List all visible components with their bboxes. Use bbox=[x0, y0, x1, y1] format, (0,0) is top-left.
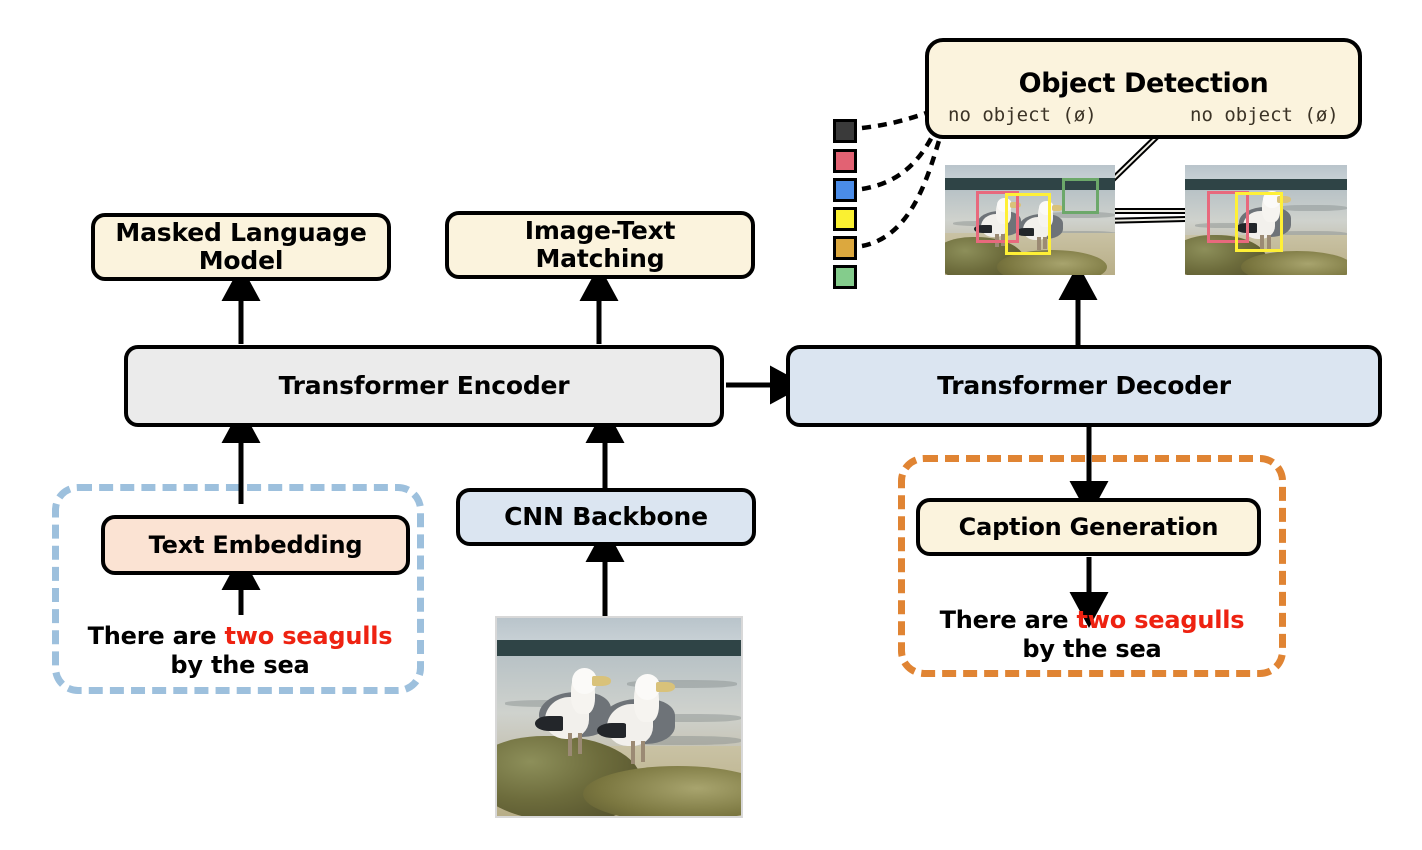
bbox-right-pink bbox=[1207, 191, 1249, 243]
image-text-matching-box[interactable]: Image-Text Matching bbox=[445, 211, 755, 279]
bbox-right-yellow bbox=[1235, 192, 1283, 252]
query-swatch-orange[interactable] bbox=[833, 236, 857, 260]
caption-generation-box[interactable]: Caption Generation bbox=[916, 498, 1261, 556]
output-caption-highlight: two seagulls bbox=[1076, 606, 1245, 634]
bbox-left-pink bbox=[976, 191, 1019, 243]
object-detection-panel[interactable] bbox=[925, 38, 1362, 139]
query-swatch-yellow[interactable] bbox=[833, 207, 857, 231]
output-caption-prefix: There are bbox=[939, 606, 1077, 634]
query-swatch-black[interactable] bbox=[833, 119, 857, 143]
text-embedding-box[interactable]: Text Embedding bbox=[101, 515, 410, 575]
transformer-encoder-box[interactable]: Transformer Encoder bbox=[124, 345, 724, 427]
input-photo bbox=[495, 616, 743, 818]
detection-photo-left bbox=[945, 165, 1115, 275]
input-caption-prefix: There are bbox=[87, 622, 225, 650]
query-swatch-blue[interactable] bbox=[833, 178, 857, 202]
detection-slot-left-label: no object (ø) bbox=[948, 104, 1097, 126]
bbox-left-yellow bbox=[1005, 193, 1051, 255]
input-caption-text: There are two seagulls by the sea bbox=[60, 622, 420, 680]
cnn-backbone-box[interactable]: CNN Backbone bbox=[456, 488, 756, 546]
masked-language-model-box[interactable]: Masked Language Model bbox=[91, 213, 391, 281]
transformer-decoder-box[interactable]: Transformer Decoder bbox=[786, 345, 1382, 427]
dashed-link-query-orange bbox=[861, 130, 945, 249]
input-caption-highlight: two seagulls bbox=[224, 622, 393, 650]
caption-output-group-frame bbox=[898, 455, 1286, 677]
text-input-group-frame bbox=[52, 484, 424, 694]
output-caption-text: There are two seagulls by the sea bbox=[910, 606, 1274, 664]
query-swatch-green[interactable] bbox=[833, 265, 857, 289]
bbox-left-green bbox=[1062, 178, 1099, 214]
object-detection-title: Object Detection bbox=[1018, 68, 1269, 99]
detection-photo-right bbox=[1185, 165, 1347, 275]
query-swatch-pink[interactable] bbox=[833, 149, 857, 173]
output-caption-suffix: by the sea bbox=[1022, 634, 1162, 663]
detection-slot-right-label: no object (ø) bbox=[1190, 104, 1339, 126]
input-caption-suffix: by the sea bbox=[170, 650, 310, 679]
